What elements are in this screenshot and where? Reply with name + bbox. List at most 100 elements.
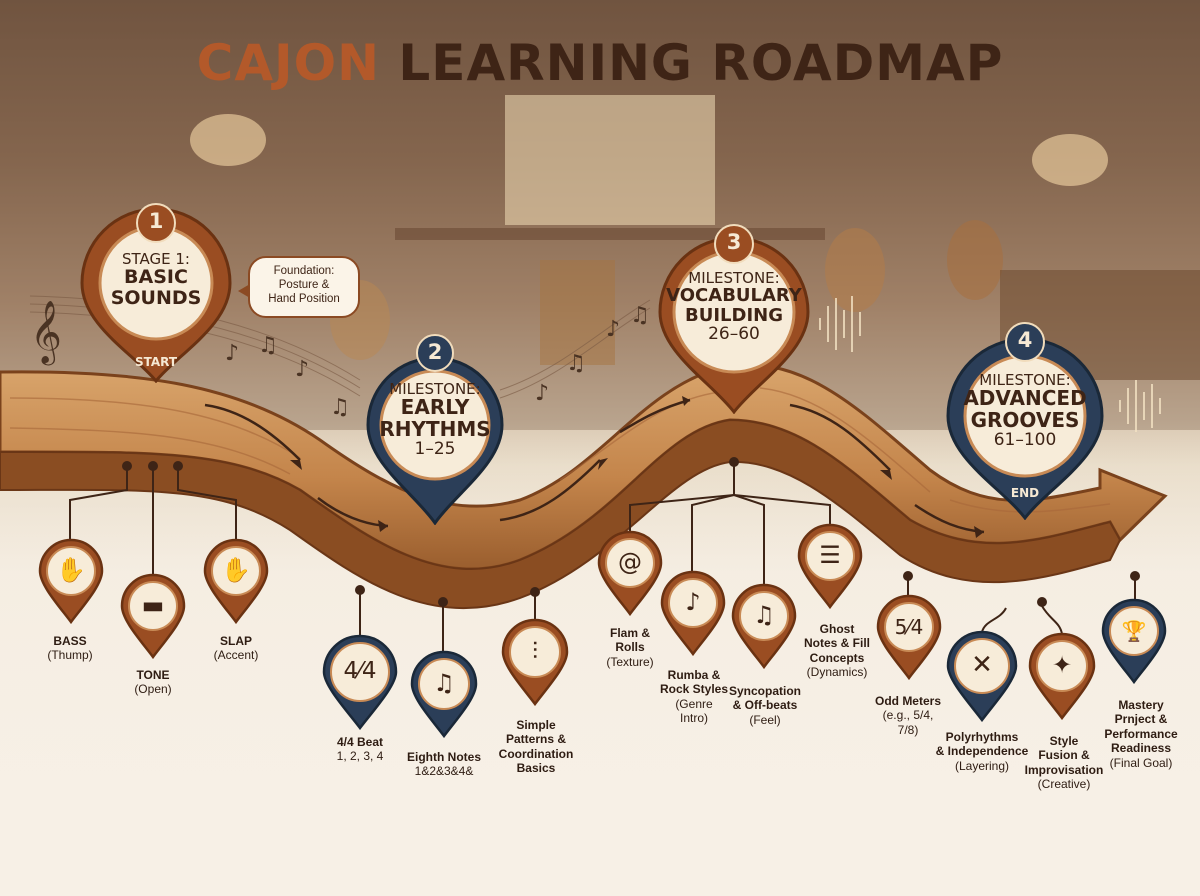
end-tag: END bbox=[1010, 486, 1040, 500]
skill-pin[interactable]: ♪ bbox=[660, 570, 726, 656]
svg-text:♪: ♪ bbox=[606, 317, 620, 342]
swirl-icon: @ bbox=[618, 548, 642, 577]
skill-label-sub: (e.g., 5/4, bbox=[882, 708, 934, 723]
crossed-sticks-icon: ✕ bbox=[971, 649, 993, 680]
skill-pin[interactable]: 🏆 bbox=[1101, 598, 1167, 684]
skill-pin[interactable]: 4⁄4 bbox=[322, 634, 398, 730]
skill-label-line: Coordination bbox=[498, 746, 574, 761]
svg-text:♫: ♫ bbox=[566, 351, 586, 376]
music-notes-icon: ♫ bbox=[753, 601, 775, 630]
cajon-box-icon: ▬ bbox=[141, 591, 165, 620]
skill-pin[interactable]: ☰ bbox=[797, 523, 863, 609]
skill-label-line: Rock Styles bbox=[659, 682, 729, 697]
skill-label-sub: 1, 2, 3, 4 bbox=[336, 749, 384, 764]
stage-1-number: 1 bbox=[148, 209, 164, 233]
skill-label-line: Ghost bbox=[819, 622, 855, 636]
skill-label-line: Readiness bbox=[1110, 741, 1172, 756]
svg-text:♫: ♫ bbox=[630, 303, 650, 328]
drumsticks-icon: ⫶ bbox=[532, 637, 538, 666]
skill-label-line: Simple bbox=[516, 718, 556, 732]
sheet-icon: ☰ bbox=[819, 541, 841, 570]
skill-label: TONE(Open) bbox=[103, 668, 203, 697]
skill-label-line: Rumba & bbox=[667, 668, 721, 682]
skill-label: Syncopation& Off-beats(Feel) bbox=[706, 684, 824, 727]
sparkle-hand-icon: ✦ bbox=[1051, 651, 1073, 680]
skill-label-line: SLAP bbox=[219, 634, 252, 648]
skill-label-line: BASS bbox=[53, 634, 87, 648]
title-main: LEARNING ROADMAP bbox=[398, 34, 1004, 92]
skill-label-sub: (Accent) bbox=[213, 648, 259, 663]
skill-label-sub: (Thump) bbox=[47, 648, 93, 663]
skill-label-line: & Off-beats bbox=[732, 698, 798, 713]
skill-label-sub: (Texture) bbox=[606, 654, 654, 669]
stage-2-label: MILESTONE: EARLY RHYTHMS 1–25 bbox=[379, 380, 491, 460]
skill-label-sub: (Genre bbox=[675, 696, 713, 711]
skill-label-sub: (Layering) bbox=[954, 758, 1010, 773]
svg-text:♪: ♪ bbox=[295, 357, 309, 382]
stage-2-number: 2 bbox=[427, 340, 443, 364]
skill-label-sub: Intro) bbox=[679, 711, 708, 726]
skill-pin[interactable]: ✋ bbox=[38, 538, 104, 624]
svg-text:♫: ♫ bbox=[330, 395, 350, 420]
skill-label-line: & Independence bbox=[935, 744, 1029, 759]
skill-label: BASS(Thump) bbox=[20, 634, 120, 663]
stage-3-number: 3 bbox=[726, 230, 742, 254]
stage-2-pin[interactable]: 2 MILESTONE: EARLY RHYTHMS 1–25 bbox=[364, 333, 506, 525]
skill-label-line: Basics bbox=[516, 761, 556, 776]
skill-label-sub: (Final Goal) bbox=[1109, 755, 1173, 770]
skill-label: Polyrhythms& Independence(Layering) bbox=[918, 730, 1046, 773]
skill-pin[interactable]: ⫶ bbox=[501, 618, 569, 706]
skill-pin[interactable]: 5⁄4 bbox=[876, 594, 942, 680]
stage-1-marker bbox=[80, 203, 232, 383]
skill-label-line: Fusion & bbox=[1038, 748, 1090, 763]
skill-label-line: Mastery bbox=[1118, 698, 1164, 712]
skill-label-line: Eighth Notes bbox=[407, 750, 481, 764]
skill-label-line: Odd Meters bbox=[874, 694, 941, 708]
skill-label-sub: (Dynamics) bbox=[806, 665, 868, 680]
svg-text:♪: ♪ bbox=[535, 381, 549, 406]
skill-pin[interactable]: ♫ bbox=[731, 583, 797, 669]
skill-label-sub: (Feel) bbox=[749, 712, 781, 727]
skill-label-line: Flam & bbox=[609, 626, 650, 640]
hand-bass-icon: ✋ bbox=[56, 556, 86, 585]
skill-label-line: Concepts bbox=[809, 650, 865, 665]
skill-pin[interactable]: @ bbox=[597, 530, 663, 616]
svg-text:♫: ♫ bbox=[258, 333, 278, 358]
skill-pin[interactable]: ♫ bbox=[410, 650, 478, 738]
trophy-icon: 🏆 bbox=[1121, 618, 1147, 643]
stage-1-pin[interactable]: 1 STAGE 1: BASIC SOUNDS START bbox=[78, 203, 234, 383]
start-tag: START bbox=[134, 355, 178, 369]
skill-label-sub: (Creative) bbox=[1037, 777, 1091, 792]
slap-hand-icon: ✋ bbox=[221, 556, 251, 585]
skill-pin[interactable]: ✕ bbox=[946, 630, 1018, 722]
stage-3-pin[interactable]: 3 MILESTONE: VOCABULARY BUILDING 26–60 bbox=[656, 222, 812, 414]
skill-label-sub: 1&2&3&4& bbox=[414, 764, 474, 779]
stage-4-marker bbox=[946, 322, 1104, 520]
skill-label: Flam &Rolls(Texture) bbox=[580, 626, 680, 669]
skill-label-line: Performance bbox=[1104, 726, 1178, 741]
svg-text:𝄞: 𝄞 bbox=[30, 300, 62, 366]
skill-label-line: Improvisation bbox=[1024, 762, 1104, 777]
skill-label-line: Polyrhythms bbox=[945, 730, 1019, 744]
title-accent: CAJON bbox=[196, 34, 380, 92]
skill-label-line: Notes & Fill bbox=[803, 636, 870, 651]
page-title: CAJON LEARNING ROADMAP bbox=[0, 38, 1200, 88]
skill-label-line: Rolls bbox=[615, 640, 645, 655]
skill-pin[interactable]: ▬ bbox=[120, 573, 186, 659]
stage-4-label: MILESTONE: ADVANCED GROOVES 61–100 bbox=[963, 371, 1087, 451]
skill-label-line: Syncopation bbox=[728, 684, 801, 698]
stage-4-pin[interactable]: 4 MILESTONE: ADVANCED GROOVES 61–100 END bbox=[944, 320, 1106, 520]
svg-text:♪: ♪ bbox=[225, 341, 239, 366]
skill-label: SLAP(Accent) bbox=[186, 634, 286, 663]
skill-label-sub: 7/8) bbox=[897, 722, 919, 737]
skill-pin[interactable]: ✋ bbox=[203, 538, 269, 624]
skill-pin[interactable]: ✦ bbox=[1028, 632, 1096, 720]
skill-label-line: Prnject & bbox=[1114, 712, 1168, 727]
stage-2-marker bbox=[366, 334, 504, 525]
skill-label-line: TONE bbox=[136, 668, 170, 682]
skill-label-line: Style bbox=[1049, 734, 1079, 748]
